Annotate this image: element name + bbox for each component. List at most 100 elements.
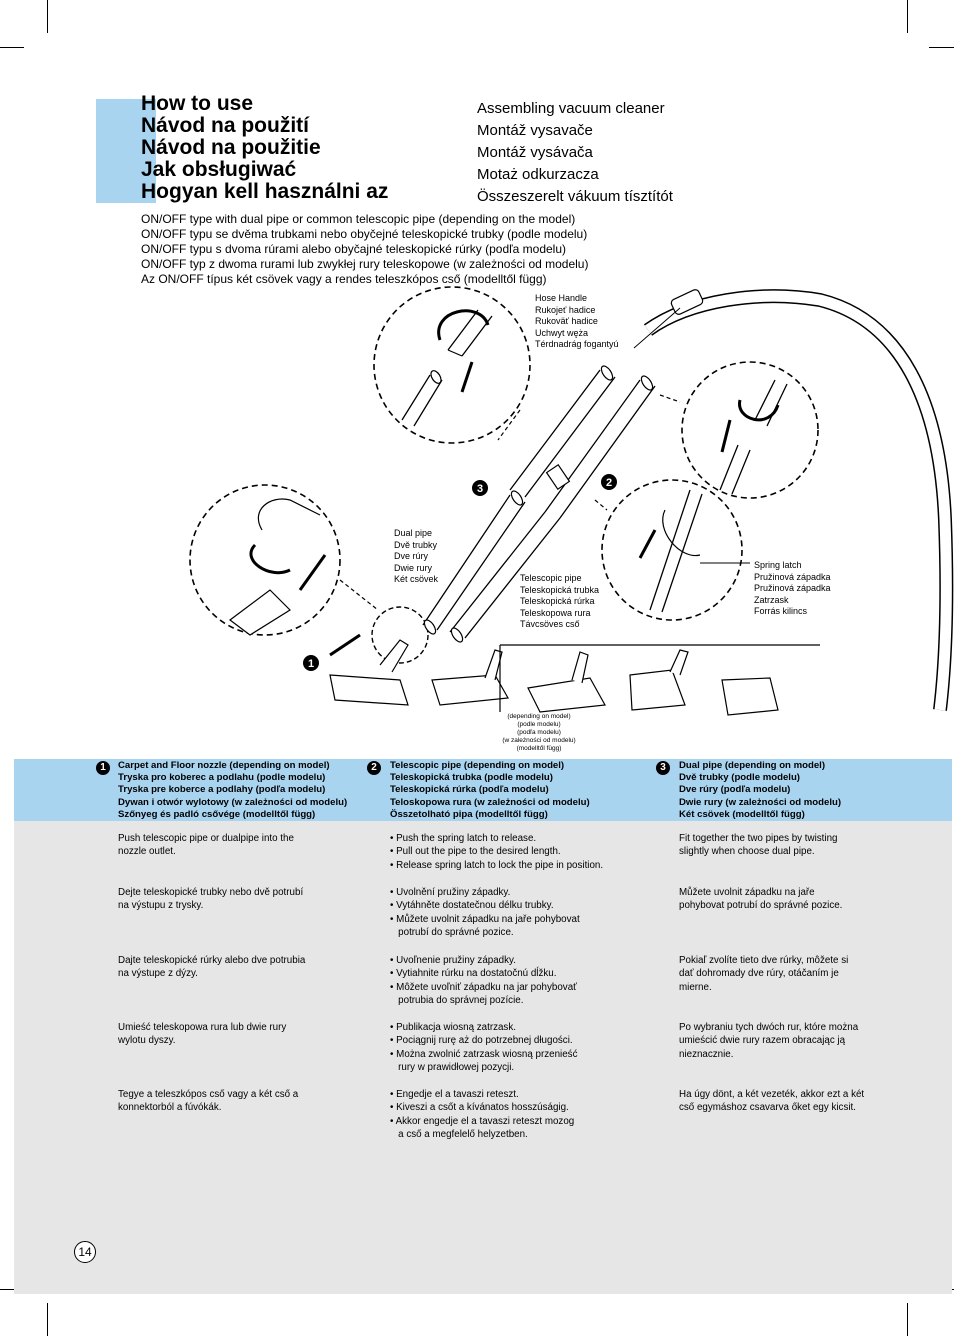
spring-latch-label: Spring latch Pružinová západka Pružinová… bbox=[754, 560, 831, 618]
heading-line: Tryska pro koberec a podlahu (podle mode… bbox=[118, 772, 326, 784]
title-line: Návod na použitie bbox=[141, 136, 321, 159]
text-line: slightly when choose dual pipe. bbox=[679, 846, 815, 858]
label-line: Telescopic pipe bbox=[520, 573, 582, 583]
label-line: Dwie rury bbox=[394, 562, 433, 573]
text-line: mierne. bbox=[679, 981, 712, 993]
text-line: • Můžete uvolnit západku na jaře pohybov… bbox=[390, 913, 580, 925]
hose-connect-detail bbox=[719, 379, 788, 495]
label-line: Spring latch bbox=[754, 560, 802, 570]
section-subtitle: Assembling vacuum cleaner Montáž vysavač… bbox=[477, 98, 673, 208]
intro-line: ON/OFF typu s dvoma rúrami alebo obyčajn… bbox=[141, 242, 567, 256]
step-badge-3: 3 bbox=[472, 480, 488, 496]
crop-mark bbox=[47, 1303, 48, 1336]
text-line: potrubí do správné pozice. bbox=[390, 927, 514, 939]
label-line: Uchwyt węża bbox=[535, 327, 589, 338]
label-line: Pružinová západka bbox=[754, 571, 831, 582]
text-line: a cső a megfelelő helyzetben. bbox=[390, 1129, 528, 1141]
heading-line: Teleskopická trubka (podle modelu) bbox=[390, 772, 553, 784]
step3-text-pl: Po wybraniu tych dwóch rur, które można … bbox=[679, 1021, 858, 1061]
text-line: • Uvolnění pružiny západky. bbox=[390, 887, 511, 898]
steps-body-panel bbox=[14, 821, 952, 1294]
step1-text-sk: Dajte teleskopické rúrky alebo dve potru… bbox=[118, 954, 305, 981]
step2-heading: Telescopic pipe (depending on model) Tel… bbox=[390, 760, 590, 821]
text-line: na výstupe z dýzy. bbox=[118, 968, 198, 980]
text-line: Po wybraniu tych dwóch rur, które można bbox=[679, 1022, 859, 1033]
text-line: nozzle outlet. bbox=[118, 846, 176, 858]
text-line: rury w prawidłowej pozycji. bbox=[390, 1062, 515, 1074]
step1-text-pl: Umieść teleskopowa rura lub dwie rury wy… bbox=[118, 1021, 286, 1048]
step1-text-cs: Dejte teleskopické trubky nebo dvě potru… bbox=[118, 886, 303, 913]
label-line: Dvě trubky bbox=[394, 539, 438, 550]
text-line: • Vytáhněte dostatečnou délku trubky. bbox=[390, 900, 554, 912]
step2-text-en: • Push the spring latch to release. • Pu… bbox=[390, 832, 603, 872]
step-number-3: 3 bbox=[656, 761, 670, 775]
detail-circle-nozzle bbox=[371, 606, 429, 664]
step2-text-pl: • Publikacja wiosną zatrzask. • Pociągni… bbox=[390, 1021, 577, 1075]
label-line: Forrás kilincs bbox=[754, 606, 808, 617]
nozzle-variant-1 bbox=[431, 649, 509, 706]
text-line: • Release spring latch to lock the pipe … bbox=[390, 859, 604, 871]
detail-circle-hose-connect bbox=[681, 361, 819, 499]
step-badge-1-text: 1 bbox=[308, 658, 314, 670]
step2-text-hu: • Engedje el a tavaszi reteszt. • Kivesz… bbox=[390, 1088, 574, 1142]
intro-text: ON/OFF type with dual pipe or common tel… bbox=[141, 212, 588, 287]
heading-line: Dve rúry (podľa modelu) bbox=[679, 784, 791, 796]
step-badge-1: 1 bbox=[303, 655, 319, 671]
label-line: Dve rúry bbox=[394, 551, 429, 562]
hose-handle-label: Hose Handle Rukojeť hadice Rukoväť hadic… bbox=[535, 293, 619, 351]
text-line: Fit together the two pipes by twisting bbox=[679, 833, 838, 844]
text-line: • Vytiahnite rúrku na dostatočnú dĺžku. bbox=[390, 968, 557, 980]
title-line: Jak obsługiwać bbox=[141, 158, 297, 181]
label-line: (depending on model) bbox=[507, 713, 571, 720]
step1-heading: Carpet and Floor nozzle (depending on mo… bbox=[118, 760, 347, 821]
crop-mark bbox=[0, 1289, 24, 1290]
text-line: • Môžete uvoľniť západku na jar pohybova… bbox=[390, 981, 577, 993]
text-line: cső egymáshoz csavarva őket egy kicsit. bbox=[679, 1102, 856, 1114]
step1-text-en: Push telescopic pipe or dualpipe into th… bbox=[118, 832, 294, 859]
label-line: Teleskopická trubka bbox=[520, 584, 600, 595]
text-line: • Push the spring latch to release. bbox=[390, 833, 537, 844]
text-line: wylotu dyszy. bbox=[118, 1035, 176, 1047]
label-line: Teleskopowa rura bbox=[520, 607, 591, 618]
text-line: potrubia do správnej pozície. bbox=[390, 995, 524, 1007]
title-line: Návod na použití bbox=[141, 114, 309, 137]
label-line: Hose Handle bbox=[535, 293, 588, 303]
label-line: Pružinová západka bbox=[754, 583, 831, 594]
heading-line: Carpet and Floor nozzle (depending on mo… bbox=[118, 760, 330, 771]
nozzle-variant-3 bbox=[629, 649, 689, 711]
crop-mark bbox=[0, 47, 24, 48]
text-line: Tegye a teleszkópos cső vagy a két cső a bbox=[118, 1089, 299, 1100]
page-number: 14 bbox=[74, 1241, 96, 1263]
intro-line: Az ON/OFF típus két csövek vagy a rendes… bbox=[141, 272, 547, 286]
heading-line: Teleskopická rúrka (podľa modelu) bbox=[390, 784, 549, 796]
carpet-floor-nozzle bbox=[329, 639, 409, 706]
heading-line: Tryska pre koberce a podlahy (podľa mode… bbox=[118, 784, 326, 796]
assembly-illustration: 1 2 3 bbox=[189, 286, 954, 716]
step2-text-cs: • Uvolnění pružiny západky. • Vytáhněte … bbox=[390, 886, 580, 940]
text-line: • Kiveszi a csőt a kívánatos hosszúságig… bbox=[390, 1102, 569, 1114]
label-line: Rukoväť hadice bbox=[535, 316, 598, 327]
label-line: (podľa modelu) bbox=[517, 729, 561, 736]
detail-circle-dual-pipe-twist bbox=[373, 286, 531, 444]
heading-line: Telescopic pipe (depending on model) bbox=[390, 760, 565, 771]
page-title: How to use Návod na použití Návod na pou… bbox=[141, 93, 388, 203]
step-badge-2-text: 2 bbox=[606, 477, 612, 489]
text-line: Dejte teleskopické trubky nebo dvě potru… bbox=[118, 887, 304, 898]
spring-latch-detail bbox=[638, 489, 750, 613]
text-line: • Uvoľnenie pružiny západky. bbox=[390, 955, 516, 966]
text-line: • Engedje el a tavaszi reteszt. bbox=[390, 1089, 519, 1100]
crop-mark bbox=[907, 0, 908, 33]
text-line: pohybovat potrubí do správné pozice. bbox=[679, 900, 843, 912]
intro-line: ON/OFF type with dual pipe or common tel… bbox=[141, 212, 576, 226]
hand-nozzle-detail bbox=[229, 498, 327, 636]
label-line: (podle modelu) bbox=[517, 721, 561, 728]
text-line: • Akkor engedje el a tavaszi reteszt moz… bbox=[390, 1115, 575, 1127]
text-line: Dajte teleskopické rúrky alebo dve potru… bbox=[118, 955, 306, 966]
crop-mark bbox=[47, 0, 48, 33]
title-line: How to use bbox=[141, 92, 254, 115]
text-line: Push telescopic pipe or dualpipe into th… bbox=[118, 833, 294, 844]
step2-text-sk: • Uvoľnenie pružiny západky. • Vytiahnit… bbox=[390, 954, 577, 1008]
crop-mark bbox=[907, 1303, 908, 1336]
step1-arrow bbox=[329, 633, 361, 657]
text-line: Pokiaľ zvolíte tieto dve rúrky, môžete s… bbox=[679, 955, 849, 966]
